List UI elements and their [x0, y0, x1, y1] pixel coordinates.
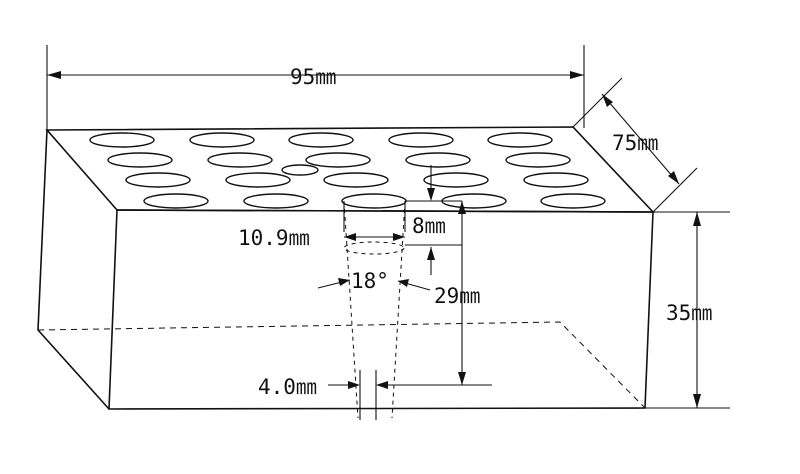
arrow-head [393, 233, 405, 241]
hole [225, 172, 291, 188]
arrow-head [602, 94, 613, 107]
arrow-head [47, 71, 61, 79]
offset-label: 8㎜ [412, 214, 446, 238]
hole-section [343, 200, 406, 420]
hole [125, 172, 191, 188]
hole [341, 193, 407, 209]
hole-depth-label: 29㎜ [434, 284, 480, 308]
arrow-head [693, 212, 701, 226]
left-face [37, 129, 110, 410]
dimension-line [601, 93, 680, 185]
hole [323, 172, 389, 188]
hole [143, 193, 209, 209]
extension-line [652, 167, 698, 213]
hole [207, 152, 273, 168]
depth-label: 75㎜ [612, 131, 658, 155]
hole [505, 152, 571, 168]
arrow-head [344, 233, 356, 241]
hole-depth-dimension: 29㎜ [380, 201, 492, 386]
arrow-head [427, 247, 435, 260]
depth-dimension: 75㎜ [572, 77, 698, 213]
hole [288, 132, 354, 148]
bottom-diameter-label: 4.0㎜ [258, 375, 317, 399]
arrow-head [376, 381, 388, 389]
hole [89, 132, 155, 148]
arrow-head [427, 188, 435, 201]
arrow-head [668, 171, 679, 184]
hole [189, 132, 255, 148]
angle-dimension: 18° [317, 269, 431, 293]
hole-grid [89, 132, 606, 209]
offset-dimension: 8㎜ [405, 165, 462, 275]
hole [540, 193, 606, 209]
front-face [108, 209, 654, 410]
angle-label: 18° [351, 269, 389, 293]
hole [487, 132, 553, 148]
arrow-head [458, 201, 466, 214]
rack-block [37, 126, 655, 410]
hole [281, 164, 319, 176]
height-label: 35㎜ [666, 301, 712, 325]
arrow-head [398, 279, 409, 287]
height-dimension: 35㎜ [645, 211, 730, 409]
bottom-diameter-dimension: 4.0㎜ [258, 375, 405, 399]
arrow-head [693, 394, 701, 408]
top-diameter-label: 10.9㎜ [238, 226, 310, 250]
hole [305, 152, 371, 168]
arrow-head [348, 381, 360, 389]
hole [423, 172, 489, 188]
top-diameter-dimension: 10.9㎜ [238, 226, 405, 250]
hole [388, 132, 454, 148]
hole [523, 172, 589, 188]
length-label: 95㎜ [290, 65, 336, 89]
hole [405, 152, 471, 168]
length-dimension: 95㎜ [46, 45, 585, 130]
extension-line [572, 77, 623, 128]
hole-section-ellipse [343, 241, 405, 255]
arrow-head [338, 278, 350, 286]
hole [243, 193, 309, 209]
hole [107, 152, 173, 168]
arrow-head [570, 71, 584, 79]
arrow-head [458, 372, 466, 385]
hidden-edges [37, 321, 646, 409]
